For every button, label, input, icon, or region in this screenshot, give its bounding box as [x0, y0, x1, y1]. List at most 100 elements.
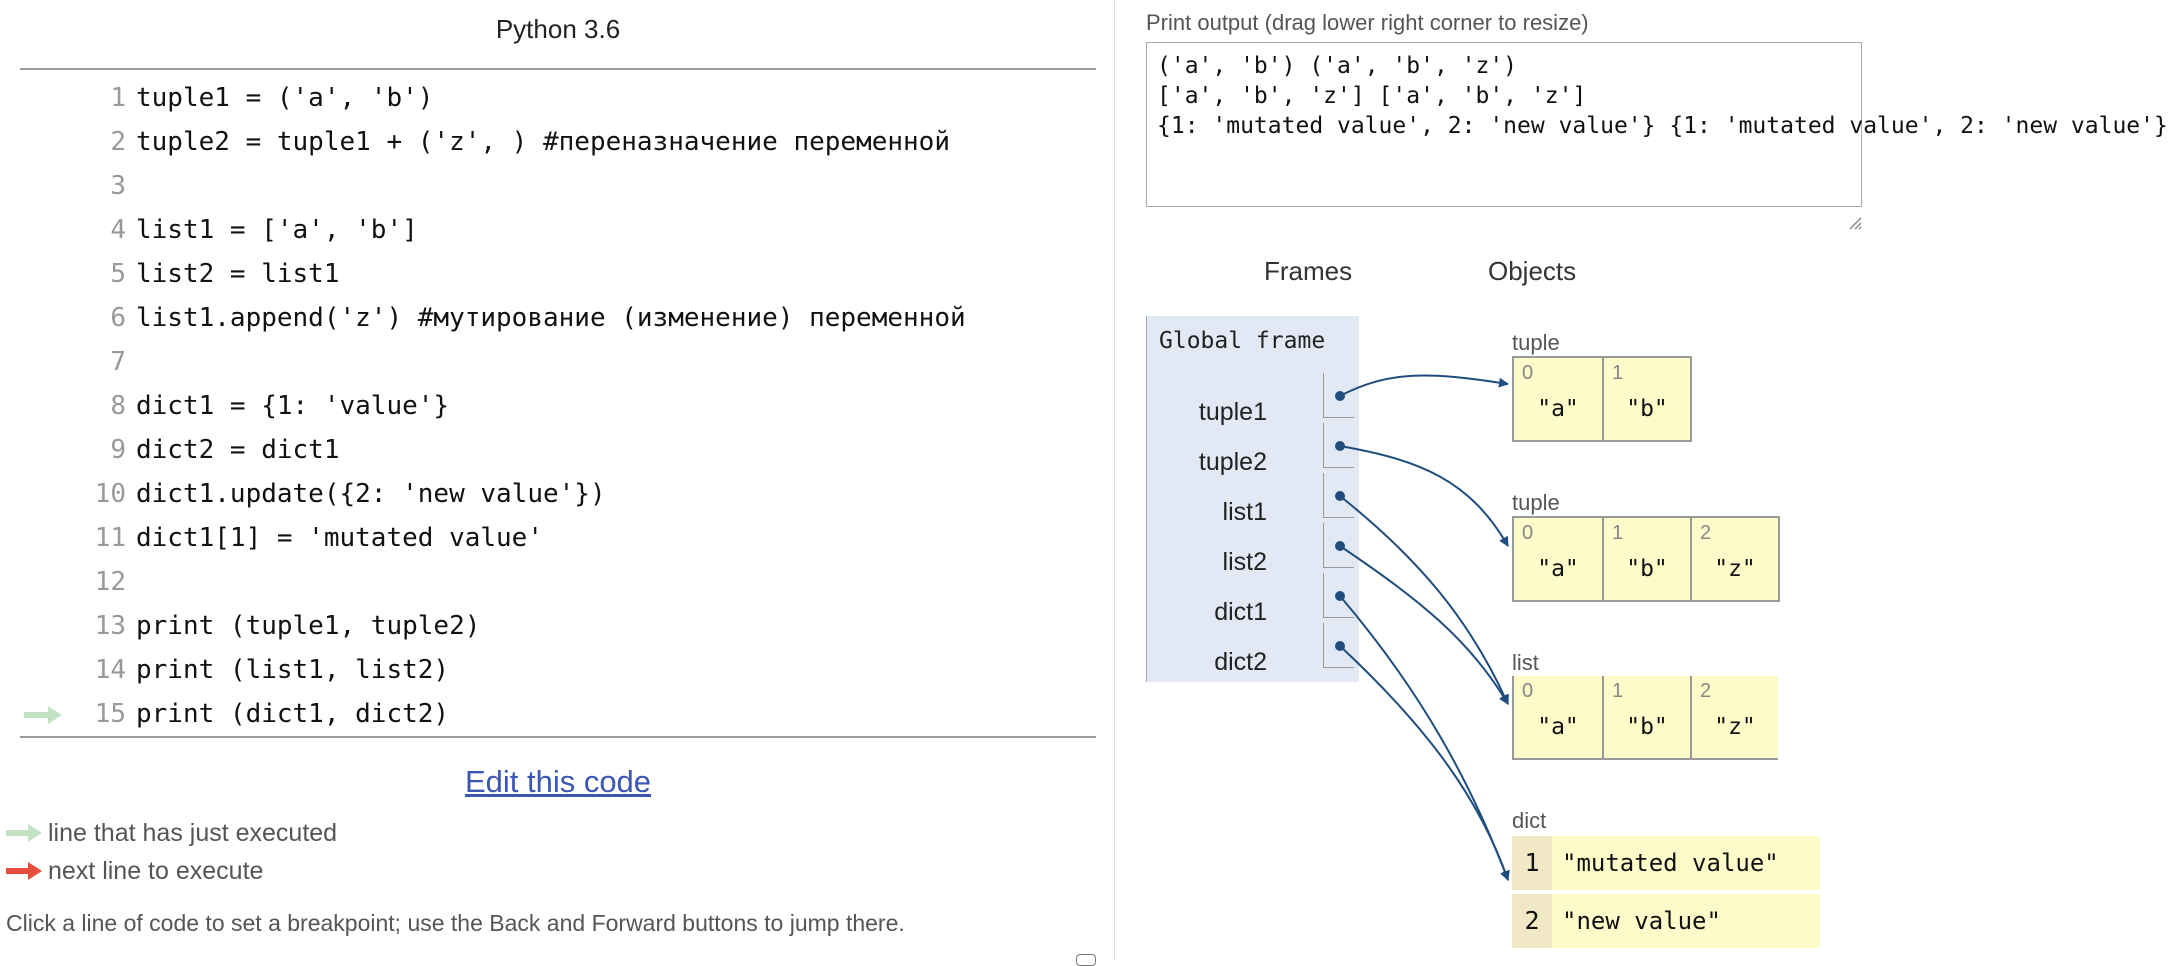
variable-name: tuple1 — [1198, 398, 1267, 426]
code-line[interactable]: 6 list1.append('z') #мутирование (измене… — [20, 296, 1096, 340]
arrow-slot — [24, 134, 64, 152]
print-output-label: Print output (drag lower right corner to… — [1146, 10, 1589, 35]
global-frame: Global frame tuple1 tuple2 list1 list2 d… — [1146, 316, 1359, 682]
variable-name: dict2 — [1214, 648, 1267, 676]
code-top-divider — [20, 68, 1096, 70]
variable-slot — [1323, 373, 1354, 418]
list-cell: 2 "z" — [1690, 676, 1778, 758]
objects-header: Objects — [1488, 256, 1577, 286]
code-line[interactable]: 11 dict1[1] = 'mutated value' — [20, 516, 1096, 560]
panel-divider — [1114, 0, 1115, 960]
legend-next-line-label: next line to execute — [48, 856, 264, 885]
line-number: 6 — [110, 303, 126, 333]
line-code: dict2 = dict1 — [136, 435, 340, 465]
arrow-slot — [24, 178, 64, 196]
dict-key: 2 — [1512, 894, 1552, 948]
line-number: 7 — [110, 347, 126, 377]
variable-slot — [1323, 623, 1354, 668]
cell-index: 1 — [1612, 680, 1624, 702]
variable-slot — [1323, 423, 1354, 468]
list-cell: 1 "b" — [1602, 676, 1690, 758]
line-code: print (dict1, dict2) — [136, 699, 450, 729]
line-number: 5 — [110, 259, 126, 289]
code-line[interactable]: 4 list1 = ['a', 'b'] — [20, 208, 1096, 252]
cell-value: "z" — [1714, 556, 1756, 582]
code-line[interactable]: 15 print (dict1, dict2) — [20, 692, 1096, 736]
line-code: list1 = ['a', 'b'] — [136, 215, 418, 245]
arrow-slot — [24, 398, 64, 416]
legend-next-line: next line to execute — [6, 856, 263, 886]
print-output-box[interactable]: ('a', 'b') ('a', 'b', 'z') ['a', 'b', 'z… — [1146, 42, 2168, 207]
code-line[interactable]: 8 dict1 = {1: 'value'} — [20, 384, 1096, 428]
line-number: 10 — [94, 479, 126, 509]
arrow-slot — [24, 354, 64, 372]
arrow-slot — [24, 706, 64, 724]
cell-value: "a" — [1537, 714, 1579, 740]
line-number: 8 — [110, 391, 126, 421]
code-line[interactable]: 12 — [20, 560, 1096, 604]
code-panel: Python 3.6 1 tuple1 = ('a', 'b') 2 tuple… — [6, 14, 1096, 966]
global-frame-title: Global frame — [1159, 328, 1326, 354]
line-number: 3 — [110, 171, 126, 201]
line-code: list2 = list1 — [136, 259, 340, 289]
arrow-slot — [24, 442, 64, 460]
cell-index: 0 — [1522, 680, 1534, 702]
code-line[interactable]: 7 — [20, 340, 1096, 384]
cell-value: "a" — [1537, 396, 1579, 422]
print-line: ['a', 'b', 'z'] ['a', 'b', 'z'] — [1157, 83, 1587, 109]
resize-grip-icon[interactable] — [1846, 214, 1862, 230]
tuple-cell: 1 "b" — [1602, 358, 1690, 440]
line-code: dict1 = {1: 'value'} — [136, 391, 450, 421]
variable-slot — [1323, 523, 1354, 568]
scroll-widget[interactable] — [1076, 954, 1096, 966]
code-line[interactable]: 5 list2 = list1 — [20, 252, 1096, 296]
line-code: print (list1, list2) — [136, 655, 450, 685]
tuple-cell: 2 "z" — [1690, 518, 1778, 600]
tuple-object: 0 "a" 1 "b" 2 "z" — [1512, 516, 1780, 602]
tuple-cell: 1 "b" — [1602, 518, 1690, 600]
red-arrow-icon — [6, 862, 42, 880]
pointer-dict2 — [1339, 645, 1510, 881]
code-listing: 1 tuple1 = ('a', 'b') 2 tuple2 = tuple1 … — [20, 76, 1096, 736]
arrow-slot — [24, 574, 64, 592]
line-code: tuple2 = tuple1 + ('z', ) #переназначени… — [136, 127, 950, 157]
code-line[interactable]: 1 tuple1 = ('a', 'b') — [20, 76, 1096, 120]
legend-just-executed-label: line that has just executed — [48, 818, 338, 847]
line-code: tuple1 = ('a', 'b') — [136, 83, 434, 113]
arrow-slot — [24, 662, 64, 680]
variable-name: list2 — [1222, 548, 1267, 576]
print-line: ('a', 'b') ('a', 'b', 'z') — [1157, 53, 1518, 79]
cell-index: 2 — [1700, 680, 1712, 702]
dict-key: 1 — [1512, 836, 1552, 890]
arrow-slot — [24, 486, 64, 504]
code-line[interactable]: 3 — [20, 164, 1096, 208]
code-line[interactable]: 2 tuple2 = tuple1 + ('z', ) #переназначе… — [20, 120, 1096, 164]
code-line[interactable]: 13 print (tuple1, tuple2) — [20, 604, 1096, 648]
line-code: dict1[1] = 'mutated value' — [136, 523, 543, 553]
code-line[interactable]: 9 dict2 = dict1 — [20, 428, 1096, 472]
object-type-label: tuple — [1512, 330, 1560, 355]
line-number: 4 — [110, 215, 126, 245]
cell-index: 1 — [1612, 522, 1624, 544]
arrow-slot — [24, 310, 64, 328]
edit-code-link[interactable]: Edit this code — [464, 764, 652, 799]
green-arrow-icon — [6, 824, 42, 842]
dict-object: 1 "mutated value" 2 "new value" — [1512, 836, 1820, 952]
line-number: 13 — [94, 611, 126, 641]
code-line[interactable]: 14 print (list1, list2) — [20, 648, 1096, 692]
dict-value: "mutated value" — [1552, 836, 1820, 890]
cell-index: 2 — [1700, 522, 1712, 544]
list-cell: 0 "a" — [1514, 676, 1602, 758]
breakpoint-hint: Click a line of code to set a breakpoint… — [6, 910, 905, 936]
cell-value: "b" — [1626, 714, 1668, 740]
pointer-tuple2 — [1339, 445, 1509, 547]
dict-entry: 1 "mutated value" — [1512, 836, 1820, 890]
cell-index: 0 — [1522, 522, 1534, 544]
line-number: 12 — [94, 567, 126, 597]
code-line[interactable]: 10 dict1.update({2: 'new value'}) — [20, 472, 1096, 516]
object-type-label: dict — [1512, 808, 1547, 833]
object-type-label: tuple — [1512, 490, 1560, 515]
just-executed-arrow-icon — [24, 706, 62, 724]
line-code: list1.append('z') #мутирование (изменени… — [136, 303, 966, 333]
cell-index: 0 — [1522, 362, 1534, 384]
